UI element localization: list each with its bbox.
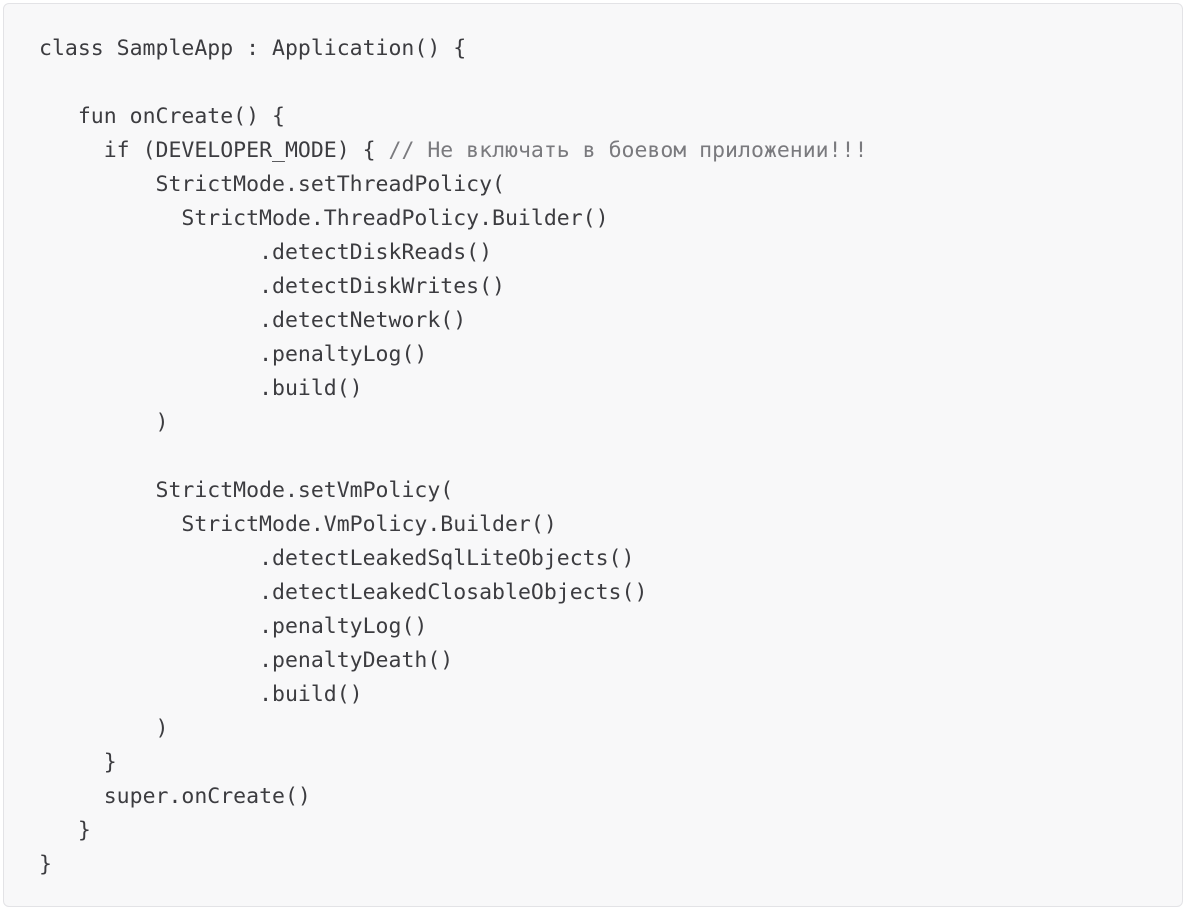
code-line: } xyxy=(39,746,117,780)
code-line: if (DEVELOPER_MODE) { // Не включать в б… xyxy=(39,134,868,168)
code-text: super.onCreate() xyxy=(103,784,311,809)
code-line: .penaltyLog() xyxy=(39,338,427,372)
code-text: .detectLeakedClosableObjects() xyxy=(259,580,648,605)
code-indent xyxy=(39,206,181,231)
code-line: .detectNetwork() xyxy=(39,304,466,338)
code-comment: // Не включать в боевом приложении!!! xyxy=(388,138,868,163)
code-text: } xyxy=(39,852,52,877)
code-indent xyxy=(39,274,259,299)
code-text: ) xyxy=(155,716,169,741)
code-line: ) xyxy=(39,712,169,746)
code-line: ) xyxy=(39,406,169,440)
code-line: class SampleApp : Application() { xyxy=(39,32,466,66)
code-indent xyxy=(39,784,104,809)
code-indent xyxy=(39,104,78,129)
code-text: class SampleApp : Application() { xyxy=(39,36,467,61)
code-line: .detectDiskWrites() xyxy=(39,270,505,304)
code-indent xyxy=(39,546,259,571)
code-text: .detectDiskWrites() xyxy=(259,274,506,299)
code-line: .penaltyLog() xyxy=(39,610,427,644)
code-line: fun onCreate() { xyxy=(39,100,285,134)
code-indent xyxy=(39,614,259,639)
code-text: .detectLeakedSqlLiteObjects() xyxy=(259,546,635,571)
code-text: .penaltyLog() xyxy=(259,614,428,639)
code-line: .build() xyxy=(39,372,363,406)
code-line: StrictMode.VmPolicy.Builder() xyxy=(39,508,557,542)
code-indent xyxy=(39,410,156,435)
code-indent xyxy=(39,376,259,401)
code-text: StrictMode.VmPolicy.Builder() xyxy=(181,512,557,537)
code-text: fun onCreate() { xyxy=(77,104,285,129)
code-line: StrictMode.setVmPolicy( xyxy=(39,474,454,508)
code-line: } xyxy=(39,848,52,882)
code-indent xyxy=(39,308,259,333)
code-indent xyxy=(39,240,259,265)
code-line: StrictMode.setThreadPolicy( xyxy=(39,168,506,202)
code-text: .build() xyxy=(259,376,363,401)
code-text: .penaltyDeath() xyxy=(259,648,454,673)
code-text: ) xyxy=(155,410,169,435)
code-text: } xyxy=(103,750,117,775)
code-text: .build() xyxy=(259,682,363,707)
code-line: .detectLeakedClosableObjects() xyxy=(39,576,647,610)
code-indent xyxy=(39,648,259,673)
code-text: StrictMode.setThreadPolicy( xyxy=(155,172,506,197)
code-indent xyxy=(39,750,104,775)
code-text: .detectDiskReads() xyxy=(259,240,493,265)
code-line: .penaltyDeath() xyxy=(39,644,453,678)
code-line: } xyxy=(39,814,91,848)
code-line: .build() xyxy=(39,678,363,712)
code-line: StrictMode.ThreadPolicy.Builder() xyxy=(39,202,609,236)
code-indent xyxy=(39,580,259,605)
code-indent xyxy=(39,478,156,503)
code-indent xyxy=(39,716,156,741)
code-line: .detectLeakedSqlLiteObjects() xyxy=(39,542,634,576)
code-block: class SampleApp : Application() { fun on… xyxy=(3,3,1183,907)
code-indent xyxy=(39,512,181,537)
code-text: StrictMode.ThreadPolicy.Builder() xyxy=(181,206,609,231)
code-line: .detectDiskReads() xyxy=(39,236,492,270)
code-indent xyxy=(39,138,104,163)
code-text: } xyxy=(77,818,91,843)
code-line: super.onCreate() xyxy=(39,780,311,814)
code-indent xyxy=(39,818,78,843)
code-text: .detectNetwork() xyxy=(259,308,467,333)
code-text: .penaltyLog() xyxy=(259,342,428,367)
code-indent xyxy=(39,342,259,367)
code-indent xyxy=(39,682,259,707)
code-indent xyxy=(39,172,156,197)
code-text: StrictMode.setVmPolicy( xyxy=(155,478,454,503)
code-text: if (DEVELOPER_MODE) { xyxy=(103,138,389,163)
